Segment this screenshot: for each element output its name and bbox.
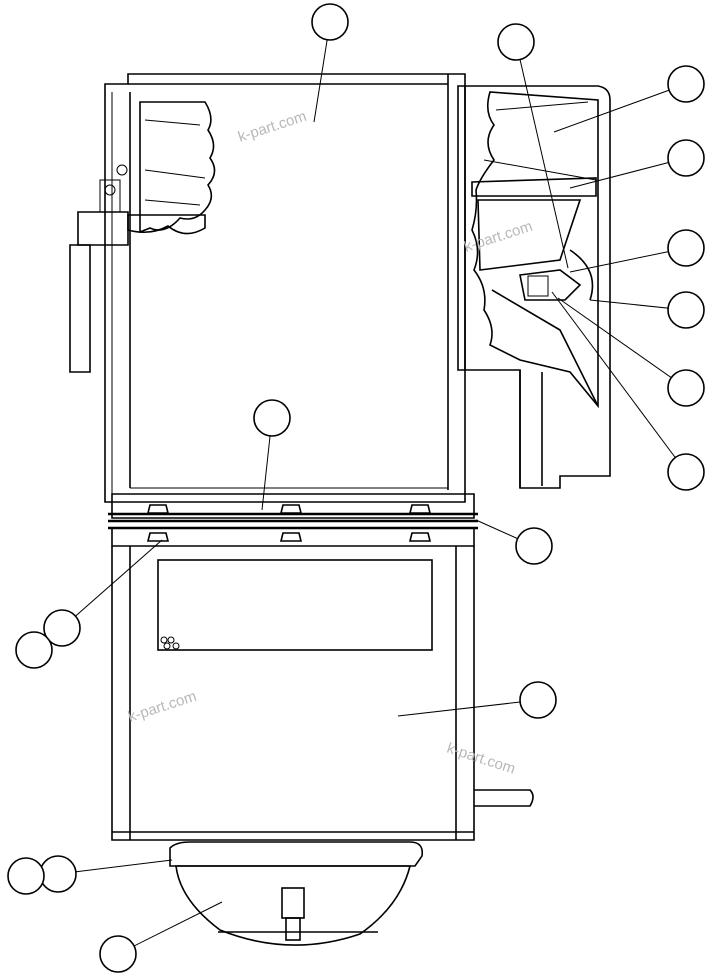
cutaway-left-filter	[127, 101, 216, 235]
callouts	[7, 3, 705, 973]
callout-circle	[667, 369, 705, 407]
callout-circle	[515, 527, 553, 565]
callout-circle	[667, 65, 705, 103]
callout-circle	[667, 139, 705, 177]
callout-circle	[667, 291, 705, 329]
callout-circle	[39, 855, 77, 893]
bolts	[146, 504, 432, 542]
callout-circle	[43, 609, 81, 647]
callout-circle	[311, 3, 349, 41]
callout-circle	[7, 857, 45, 895]
dust-cup	[169, 841, 424, 946]
upper-housing	[69, 73, 466, 503]
watermark-text: k-part.com	[126, 688, 199, 726]
precleaner-assembly	[457, 85, 611, 489]
callout-circle	[99, 935, 137, 973]
callout-circle	[15, 631, 53, 669]
callout-circle	[497, 23, 535, 61]
callout-circle	[519, 681, 557, 719]
callout-circle	[667, 453, 705, 491]
watermark-text: k-part.com	[236, 108, 309, 146]
lower-housing	[111, 546, 534, 841]
callout-circle	[667, 229, 705, 267]
callout-circle	[253, 399, 291, 437]
band-clamp	[108, 493, 478, 547]
watermark-text: k-part.com	[462, 218, 535, 256]
